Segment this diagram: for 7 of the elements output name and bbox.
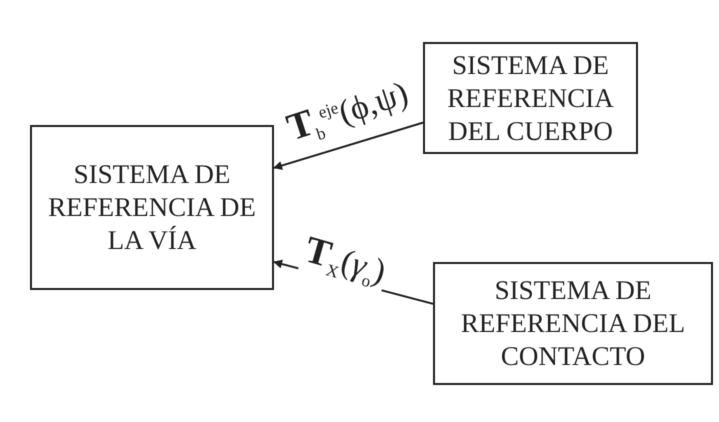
box-label: SISTEMA DE REFERENCIA DEL CONTACTO: [460, 274, 686, 373]
process-box: [423, 42, 638, 154]
box-label: SISTEMA DE REFERENCIA DE LA VÍA: [47, 158, 257, 257]
box-label: SISTEMA DE REFERENCIA DEL CUERPO: [446, 48, 615, 148]
arrow: [273, 122, 424, 170]
process-box: [433, 262, 713, 385]
process-box: [30, 125, 274, 290]
